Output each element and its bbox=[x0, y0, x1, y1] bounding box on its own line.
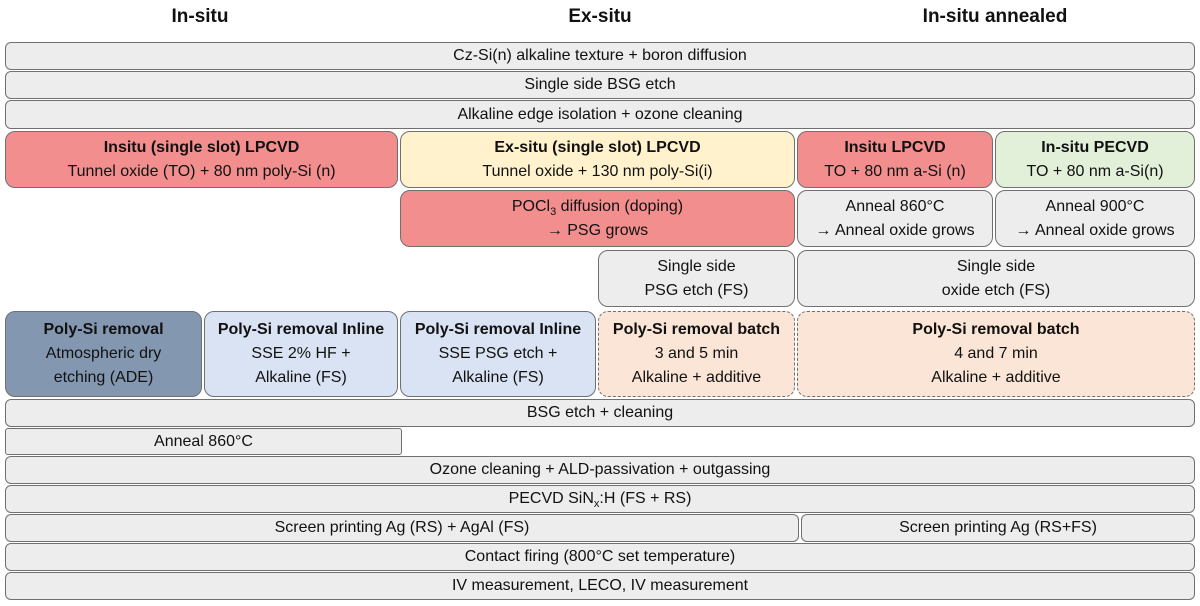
step-removal-batch-4-7: Poly-Si removal batch 4 and 7 min Alkali… bbox=[797, 311, 1195, 397]
step-screen-print-ag-agal: Screen printing Ag (RS) + AgAl (FS) bbox=[5, 514, 799, 542]
step-contact-firing: Contact firing (800°C set temperature) bbox=[5, 543, 1195, 571]
step-psg-etch-line1: Single side bbox=[657, 257, 736, 275]
step-pecvd-sinx: PECVD SiNx:H (FS + RS) bbox=[5, 485, 1195, 513]
step-anneal-900-line2: → Anneal oxide grows bbox=[1015, 221, 1175, 239]
step-psg-etch-line2: PSG etch (FS) bbox=[644, 281, 749, 299]
step-contact-firing-label: Contact firing (800°C set temperature) bbox=[464, 548, 736, 565]
step-removal-ade: Poly-Si removal Atmospheric dry etching … bbox=[5, 311, 202, 397]
step-removal-batch-3-5: Poly-Si removal batch 3 and 5 min Alkali… bbox=[598, 311, 795, 397]
step-screen-print-ag: Screen printing Ag (RS+FS) bbox=[801, 514, 1195, 542]
step-insitu-lpcvd: Insitu (single slot) LPCVD Tunnel oxide … bbox=[5, 131, 398, 188]
step-removal-inline-psg-line2: SSE PSG etch + bbox=[438, 345, 558, 362]
step-removal-ade-title: Poly-Si removal bbox=[43, 321, 164, 338]
step-anneal-insitu-label: Anneal 860°C bbox=[154, 432, 253, 450]
step-screen-print-ag-label: Screen printing Ag (RS+FS) bbox=[899, 519, 1097, 536]
step-pocl3-diffusion: POCl3 diffusion (doping) → PSG grows bbox=[400, 190, 795, 247]
step-removal-batch-4-7-title: Poly-Si removal batch bbox=[912, 321, 1080, 338]
step-screen-print-ag-agal-label: Screen printing Ag (RS) + AgAl (FS) bbox=[274, 519, 530, 536]
step-edge-isolation-label: Alkaline edge isolation + ozone cleaning bbox=[457, 105, 743, 123]
step-removal-inline-hf-title: Poly-Si removal Inline bbox=[217, 321, 385, 338]
step-anneal-insitu: Anneal 860°C bbox=[5, 428, 402, 455]
step-insitu-lpcvd-annealed: Insitu LPCVD TO + 80 nm a-Si (n) bbox=[797, 131, 993, 188]
step-removal-batch-3-5-title: Poly-Si removal batch bbox=[612, 321, 781, 338]
step-anneal-900: Anneal 900°C → Anneal oxide grows bbox=[995, 190, 1195, 247]
step-bsg-etch-single: Single side BSG etch bbox=[5, 71, 1195, 99]
step-removal-inline-hf: Poly-Si removal Inline SSE 2% HF + Alkal… bbox=[204, 311, 398, 397]
step-exsitu-lpcvd-title: Ex-situ (single slot) LPCVD bbox=[494, 138, 701, 156]
step-oxide-etch: Single side oxide etch (FS) bbox=[797, 250, 1195, 307]
step-anneal-860: Anneal 860°C → Anneal oxide grows bbox=[797, 190, 993, 247]
step-pecvd-sinx-label: PECVD SiNx:H (FS + RS) bbox=[508, 490, 692, 511]
step-anneal-860-line2: → Anneal oxide grows bbox=[815, 221, 975, 239]
step-oxide-etch-line2: oxide etch (FS) bbox=[941, 281, 1051, 299]
step-removal-inline-psg-title: Poly-Si removal Inline bbox=[414, 321, 582, 338]
step-texture: Cz-Si(n) alkaline texture + boron diffus… bbox=[5, 42, 1195, 70]
column-header-ex-situ: Ex-situ bbox=[568, 6, 632, 27]
step-removal-batch-3-5-line2: 3 and 5 min bbox=[654, 345, 739, 362]
step-insitu-pecvd-detail: TO + 80 nm a-Si(n) bbox=[1026, 162, 1164, 180]
column-header-in-situ: In-situ bbox=[171, 6, 229, 27]
step-iv-measurement: IV measurement, LECO, IV measurement bbox=[5, 572, 1195, 600]
step-insitu-pecvd: In-situ PECVD TO + 80 nm a-Si(n) bbox=[995, 131, 1195, 188]
step-removal-inline-psg: Poly-Si removal Inline SSE PSG etch + Al… bbox=[400, 311, 596, 397]
step-anneal-860-line1: Anneal 860°C bbox=[845, 197, 945, 215]
step-ald-passivation: Ozone cleaning + ALD-passivation + outga… bbox=[5, 456, 1195, 484]
step-removal-batch-3-5-line3: Alkaline + additive bbox=[631, 369, 762, 386]
step-pocl3-diffusion-line2: → PSG grows bbox=[546, 221, 649, 239]
step-exsitu-lpcvd: Ex-situ (single slot) LPCVD Tunnel oxide… bbox=[400, 131, 795, 188]
step-removal-batch-4-7-line3: Alkaline + additive bbox=[931, 369, 1061, 386]
step-insitu-lpcvd-annealed-title: Insitu LPCVD bbox=[844, 138, 946, 156]
step-pocl3-diffusion-line1: POCl3 diffusion (doping) bbox=[511, 197, 684, 218]
step-texture-label: Cz-Si(n) alkaline texture + boron diffus… bbox=[453, 47, 747, 64]
step-iv-measurement-label: IV measurement, LECO, IV measurement bbox=[451, 577, 749, 594]
step-removal-inline-psg-line3: Alkaline (FS) bbox=[452, 369, 544, 386]
step-bsg-etch-single-label: Single side BSG etch bbox=[524, 76, 676, 93]
step-oxide-etch-line1: Single side bbox=[956, 257, 1036, 275]
step-insitu-lpcvd-title: Insitu (single slot) LPCVD bbox=[103, 138, 300, 156]
step-insitu-lpcvd-detail: Tunnel oxide (TO) + 80 nm poly-Si (n) bbox=[67, 162, 336, 180]
step-removal-inline-hf-line3: Alkaline (FS) bbox=[255, 369, 347, 386]
step-removal-batch-4-7-line2: 4 and 7 min bbox=[954, 345, 1038, 362]
step-insitu-lpcvd-annealed-detail: TO + 80 nm a-Si (n) bbox=[824, 162, 966, 180]
step-ald-passivation-label: Ozone cleaning + ALD-passivation + outga… bbox=[429, 461, 771, 478]
step-insitu-pecvd-title: In-situ PECVD bbox=[1041, 138, 1149, 156]
step-edge-isolation: Alkaline edge isolation + ozone cleaning bbox=[5, 100, 1195, 129]
step-removal-inline-hf-line2: SSE 2% HF + bbox=[251, 345, 351, 362]
step-psg-etch: Single side PSG etch (FS) bbox=[598, 250, 795, 307]
step-anneal-900-line1: Anneal 900°C bbox=[1045, 197, 1145, 215]
step-removal-ade-line2: Atmospheric dry bbox=[45, 345, 162, 362]
step-bsg-cleaning-label: BSG etch + cleaning bbox=[526, 404, 674, 421]
step-bsg-cleaning: BSG etch + cleaning bbox=[5, 399, 1195, 427]
step-removal-ade-line3: etching (ADE) bbox=[53, 369, 154, 386]
step-exsitu-lpcvd-detail: Tunnel oxide + 130 nm poly-Si(i) bbox=[482, 162, 713, 180]
column-header-in-situ-annealed: In-situ annealed bbox=[922, 6, 1068, 27]
